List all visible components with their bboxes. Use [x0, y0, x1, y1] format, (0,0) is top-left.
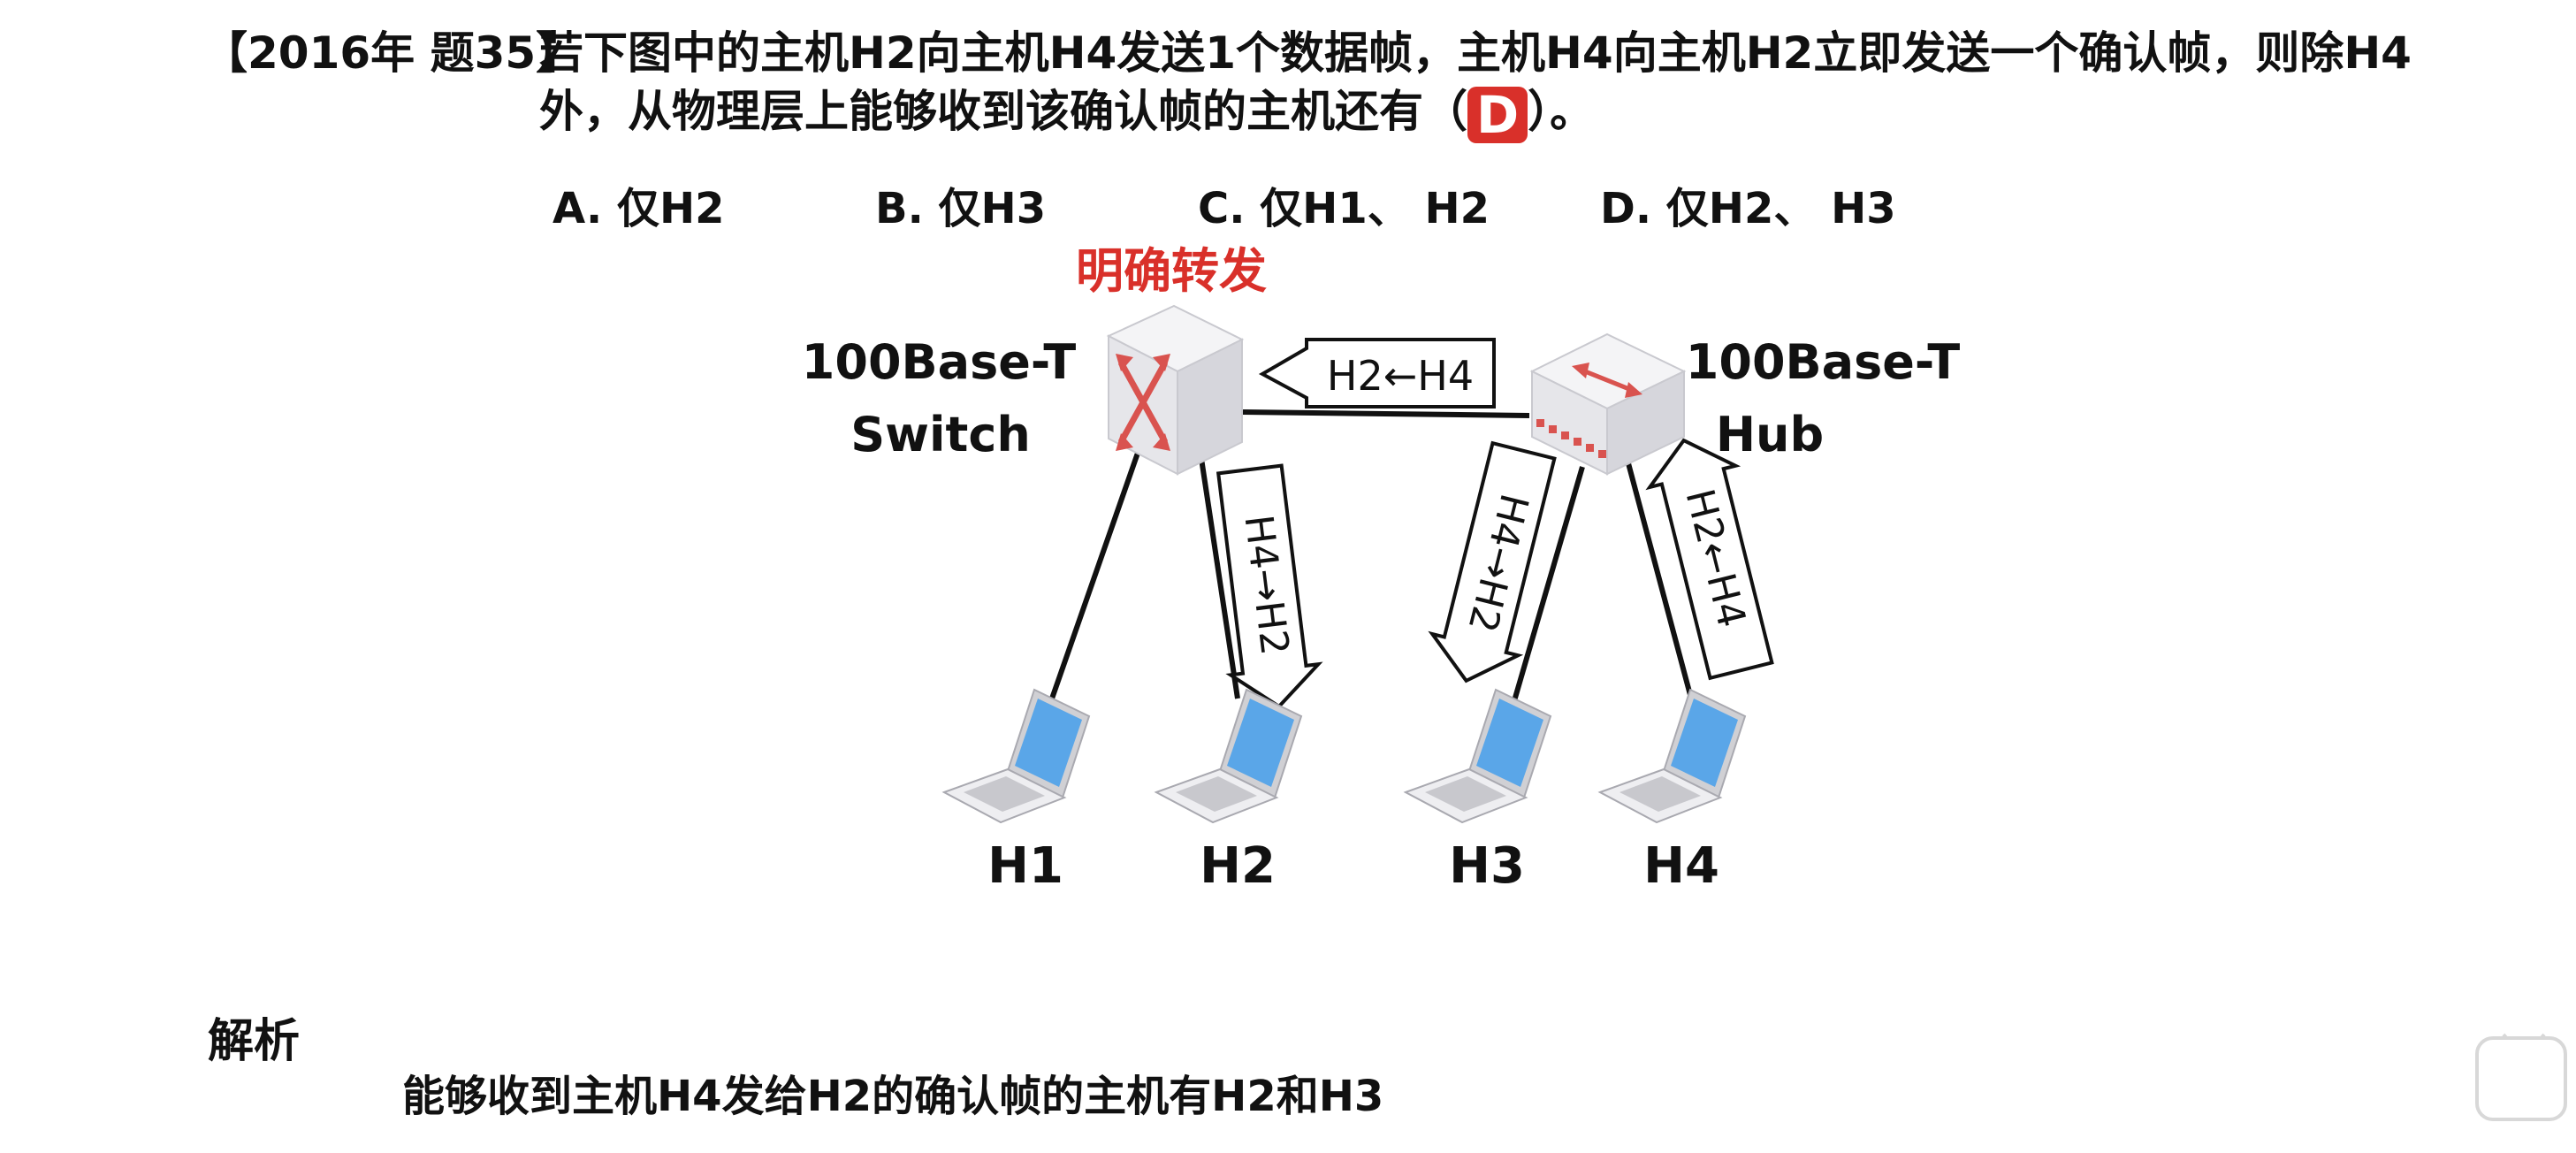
question-tag: 【2016年 题35】: [203, 27, 581, 79]
option-a: A. 仅H2: [553, 184, 725, 233]
switch-arrows-icon: [1116, 354, 1170, 451]
question-text-line2-end: ）。: [1528, 86, 1595, 137]
hosts: [941, 688, 1747, 824]
cable-switch-h2: [1198, 452, 1240, 699]
analysis-title: 解析: [208, 1015, 301, 1068]
hub-ports: [1536, 419, 1606, 458]
arrow-h4-to-hub: H2←H4: [1645, 438, 1774, 681]
laptop-icon: [1403, 688, 1552, 824]
host-label-h3: H3: [1449, 837, 1525, 895]
hub-label-line1: 100Base-T: [1686, 334, 1961, 390]
laptop-icon: [1154, 688, 1303, 824]
hub-arrow-icon: [1572, 363, 1642, 398]
question-text-line1: 若下图中的主机H2向主机H4发送1个数据帧，主机H4向主机H2立即发送一个确认帧…: [539, 27, 2412, 79]
option-d: D. 仅H2、 H3: [1600, 184, 1896, 233]
cable-hub-h4: [1626, 462, 1693, 696]
analysis-text: 能够收到主机H4发给H2的确认帧的主机有H2和H3: [402, 1072, 1384, 1121]
switch-device: [1106, 304, 1245, 476]
host-label-h4: H4: [1643, 837, 1719, 895]
cable-switch-hub: [1242, 409, 1530, 418]
switch-forward-note: 明确转发: [1076, 243, 1267, 299]
arrow-hub-to-h3: H4→H2: [1428, 440, 1557, 683]
host-label-h2: H2: [1200, 837, 1276, 895]
laptop-icon: [1597, 688, 1747, 824]
hub-device: [1529, 332, 1687, 476]
cables: [1049, 409, 1693, 705]
option-c: C. 仅H1、 H2: [1198, 184, 1490, 233]
play-button[interactable]: [2475, 1036, 2567, 1121]
question-text-line2-start: 外，从物理层上能够收到该确认帧的主机还有（: [539, 86, 1467, 137]
cable-hub-h3: [1511, 466, 1585, 705]
arrow-switch-to-h2: H4→H2: [1216, 463, 1323, 709]
switch-label-line1: 100Base-T: [802, 334, 1077, 390]
hub-label-line2: Hub: [1716, 407, 1824, 462]
host-labels: H1 H2 H3 H4: [987, 837, 1719, 895]
switch-label-line2: Switch: [850, 407, 1031, 462]
question-text-line2: 外，从物理层上能够收到该确认帧的主机还有（D）。: [539, 76, 1594, 143]
answer-badge: D: [1467, 86, 1528, 143]
laptop-icon: [941, 688, 1091, 824]
cable-switch-h1: [1049, 439, 1145, 699]
host-label-h1: H1: [987, 837, 1063, 895]
arrow-hub-to-switch-label: H2←H4: [1327, 352, 1474, 400]
option-b: B. 仅H3: [875, 184, 1047, 233]
arrow-hub-to-switch: H2←H4: [1258, 338, 1496, 409]
